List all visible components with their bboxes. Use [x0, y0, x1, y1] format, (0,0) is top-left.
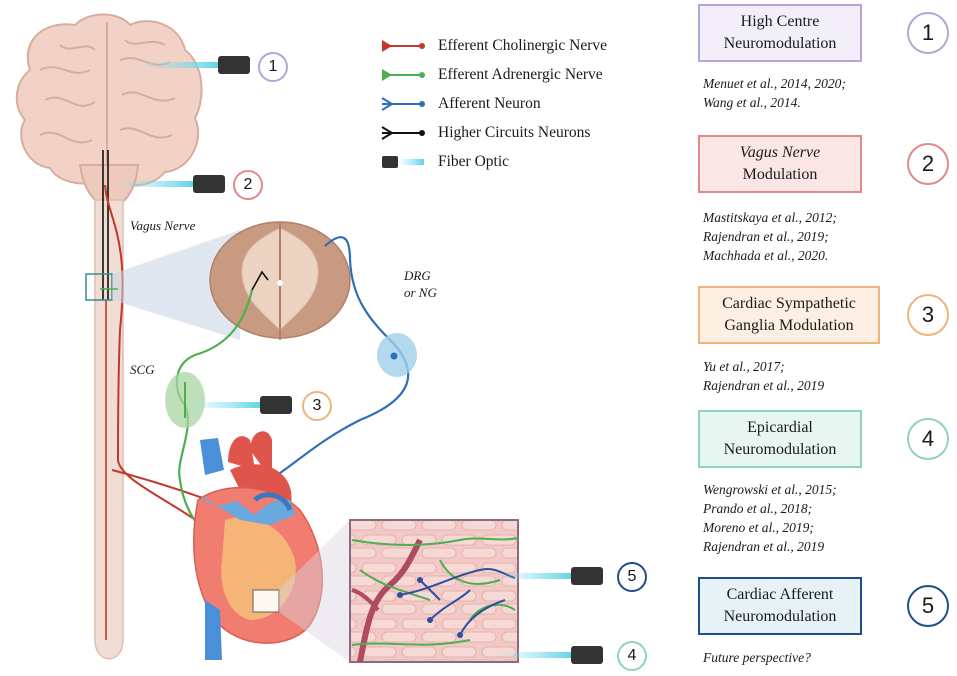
- legend-fiber-optic-label: Fiber Optic: [438, 153, 510, 170]
- panel-4-number-badge: 4: [907, 418, 949, 460]
- heart: [192, 431, 324, 660]
- fiber-optic-1: [140, 56, 250, 74]
- site-marker-2: 2: [233, 170, 263, 200]
- fiber-optic-4: [498, 646, 603, 664]
- higher-circuit-synapse: [251, 270, 269, 291]
- panel-2-number-badge: 2: [907, 143, 949, 185]
- panel-5-references: Future perspective?: [703, 648, 811, 667]
- legend-higher-circuits-label: Higher Circuits Neurons: [438, 124, 591, 141]
- panel-2-title-line1: Vagus Nerve: [739, 144, 821, 161]
- panel-2-title-line2: Modulation: [742, 166, 818, 183]
- panel-1-title-line1: High Centre: [740, 13, 820, 30]
- magnifier-wedge: [112, 230, 240, 340]
- reference: Future perspective?: [703, 650, 811, 665]
- drg-label-line1: DRG: [404, 268, 431, 283]
- panel-3-title-line2: Ganglia Modulation: [724, 317, 854, 334]
- reference: Rajendran et al., 2019: [703, 378, 825, 393]
- reference: Prando et al., 2018;: [703, 501, 813, 516]
- panel-3-title-line1: Cardiac Sympathetic: [722, 295, 856, 312]
- site-marker-3: 3: [302, 391, 332, 421]
- site-marker-4: 4: [617, 641, 647, 671]
- legend-adrenergic-label: Efferent Adrenergic Nerve: [438, 66, 603, 83]
- reference: Menuet et al., 2014, 2020;: [703, 76, 846, 91]
- site-marker-1: 1: [258, 52, 288, 82]
- panel-3-references: Yu et al., 2017; Rajendran et al., 2019: [703, 357, 824, 395]
- panel-3-number-badge: 3: [907, 294, 949, 336]
- site-marker-5: 5: [617, 562, 647, 592]
- higher-circuits-neuron: [102, 150, 109, 300]
- panel-4-title-line1: Epicardial: [747, 419, 813, 436]
- scg-label: SCG: [130, 362, 155, 377]
- spinal-cord: [94, 199, 124, 660]
- vagus-nerve-label: Vagus Nerve: [130, 218, 196, 233]
- heart-magnifier-wedge: [279, 520, 350, 662]
- reference: Rajendran et al., 2019;: [703, 229, 829, 244]
- panel-high-centre-box: High Centre Neuromodulation: [698, 4, 862, 62]
- panel-sympathetic-box: Cardiac Sympathetic Ganglia Modulation: [698, 286, 880, 344]
- reference: Rajendran et al., 2019: [703, 539, 825, 554]
- brain: [15, 13, 203, 208]
- panel-1-references: Menuet et al., 2014, 2020; Wang et al., …: [703, 74, 846, 112]
- epicardial-inset: [349, 519, 519, 663]
- fiber-optic-3: [190, 396, 292, 414]
- fiber-optic-5: [498, 567, 603, 585]
- spinal-cross-section: [209, 221, 351, 340]
- panel-5-number-badge: 5: [907, 585, 949, 627]
- panel-2-references: Mastitskaya et al., 2012; Rajendran et a…: [703, 208, 837, 265]
- panel-5-title-line2: Neuromodulation: [723, 608, 837, 625]
- panel-4-references: Wengrowski et al., 2015; Prando et al., …: [703, 480, 837, 556]
- anatomy-illustration: [15, 13, 603, 664]
- panel-5-title-line1: Cardiac Afferent: [726, 586, 834, 603]
- panel-epicardial-box: Epicardial Neuromodulation: [698, 410, 862, 468]
- heart-inset-box: [252, 589, 280, 613]
- panel-afferent-box: Cardiac Afferent Neuromodulation: [698, 577, 862, 635]
- legend-icons: [381, 40, 425, 168]
- reference: Machhada et al., 2020.: [703, 248, 829, 263]
- reference: Yu et al., 2017;: [703, 359, 785, 374]
- panel-1-number-badge: 1: [907, 12, 949, 54]
- reference: Wengrowski et al., 2015;: [703, 482, 837, 497]
- panel-1-title-line2: Neuromodulation: [723, 35, 837, 52]
- reference: Moreno et al., 2019;: [703, 520, 814, 535]
- legend-cholinergic-label: Efferent Cholinergic Nerve: [438, 37, 608, 54]
- drg-label-line2: or NG: [404, 285, 437, 300]
- legend-afferent-label: Afferent Neuron: [438, 95, 541, 112]
- reference: Wang et al., 2014.: [703, 95, 801, 110]
- reference: Mastitskaya et al., 2012;: [703, 210, 837, 225]
- fiber-optic-2: [115, 175, 225, 193]
- panel-4-title-line2: Neuromodulation: [723, 441, 837, 458]
- panel-vagus-box: Vagus Nerve Modulation: [698, 135, 862, 193]
